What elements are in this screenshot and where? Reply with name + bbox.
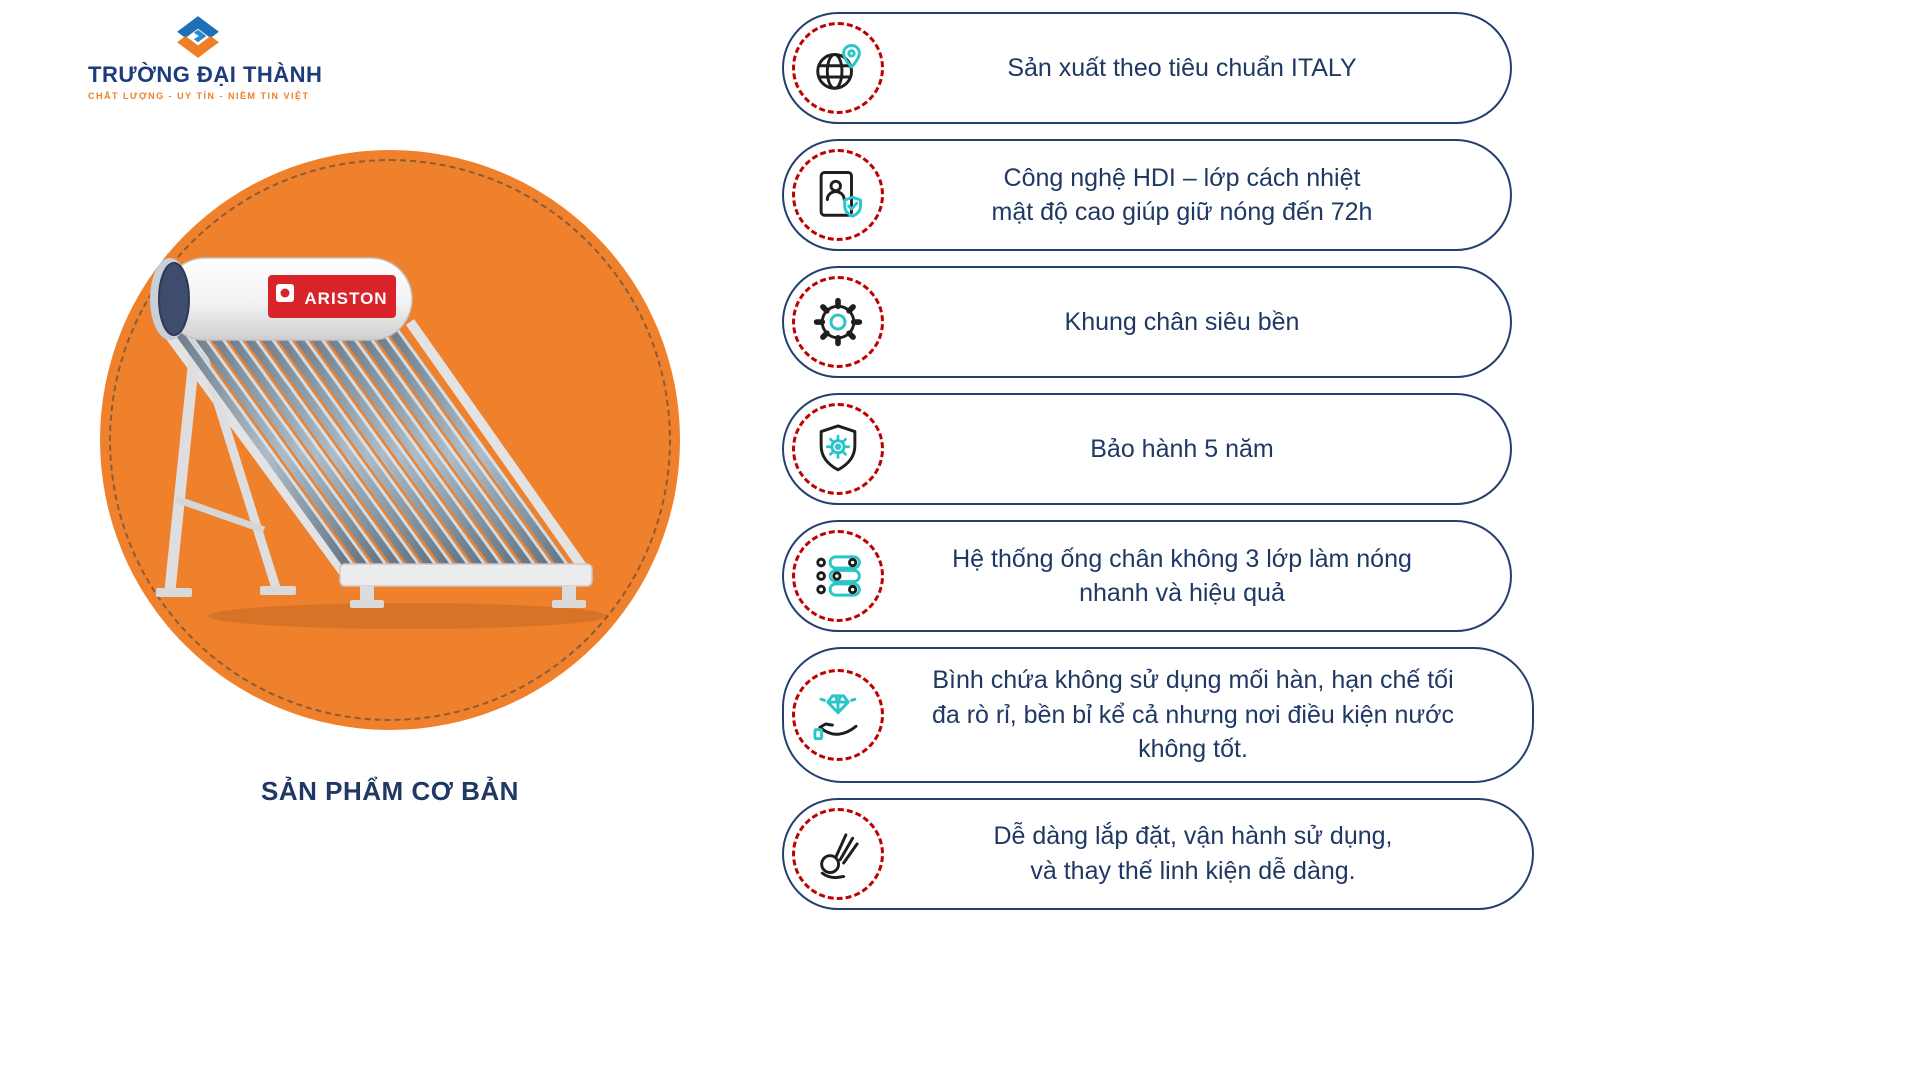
sliders-icon: [816, 555, 861, 597]
product-caption: SẢN PHẨM CƠ BẢN: [261, 776, 519, 806]
feature-text: Khung chân siêu bền: [1064, 307, 1300, 336]
globe-location-icon: [816, 44, 861, 90]
feature-row-seamless-tank: Bình chứa không sử dụng mối hàn, hạn chế…: [782, 647, 1534, 783]
feature-icon-circle: [792, 149, 884, 241]
feature-text: Sản xuất theo tiêu chuẩn ITALY: [1007, 53, 1357, 82]
diamond-hand-icon: [813, 694, 858, 740]
feature-row-warranty: Bảo hành 5 năm: [782, 393, 1512, 505]
ok-hand-icon: [820, 832, 859, 879]
gear-icon: [813, 297, 863, 347]
feature-text: Công nghệ HDI – lớp cách nhiệt mật độ ca…: [991, 163, 1373, 227]
brand-logo: TRƯỜNG ĐẠI THÀNH CHẤT LƯỢNG - UY TÍN - N…: [88, 14, 323, 101]
tank-brand-label: ARISTON: [304, 289, 387, 308]
feature-icon-circle: [792, 276, 884, 368]
feature-list: Sản xuất theo tiêu chuẩn ITALY Công nghệ…: [782, 12, 1542, 910]
feature-icon-circle: [792, 22, 884, 114]
feature-row-easy-install: Dễ dàng lắp đặt, vận hành sử dụng, và th…: [782, 797, 1534, 910]
solar-water-heater-image: ARISTON: [150, 257, 608, 629]
feature-text: Bình chứa không sử dụng mối hàn, hạn chế…: [931, 666, 1455, 763]
brand-name: TRƯỜNG ĐẠI THÀNH: [88, 62, 323, 87]
feature-icon-circle: [792, 403, 884, 495]
feature-row-hdi-technology: Công nghệ HDI – lớp cách nhiệt mật độ ca…: [782, 139, 1512, 251]
feature-icon-circle: [792, 668, 884, 761]
feature-text: Dễ dàng lắp đặt, vận hành sử dụng, và th…: [993, 822, 1393, 885]
brand-logo-icon: [177, 16, 219, 58]
feature-icon-circle: [792, 530, 884, 622]
feature-text: Bảo hành 5 năm: [1090, 434, 1274, 463]
brand-tagline: CHẤT LƯỢNG - UY TÍN - NIỀM TIN VIỆT: [88, 91, 310, 101]
feature-row-vacuum-tubes: Hệ thống ống chân không 3 lớp làm nóng n…: [782, 520, 1512, 632]
certificate-shield-icon: [819, 171, 862, 218]
feature-row-italy-standard: Sản xuất theo tiêu chuẩn ITALY: [782, 12, 1512, 124]
shield-gear-icon: [819, 424, 857, 472]
left-panel: TRƯỜNG ĐẠI THÀNH CHẤT LƯỢNG - UY TÍN - N…: [0, 0, 780, 1080]
feature-row-strong-frame: Khung chân siêu bền: [782, 266, 1512, 378]
feature-icon-circle: [792, 807, 884, 900]
feature-text: Hệ thống ống chân không 3 lớp làm nóng n…: [952, 544, 1412, 608]
